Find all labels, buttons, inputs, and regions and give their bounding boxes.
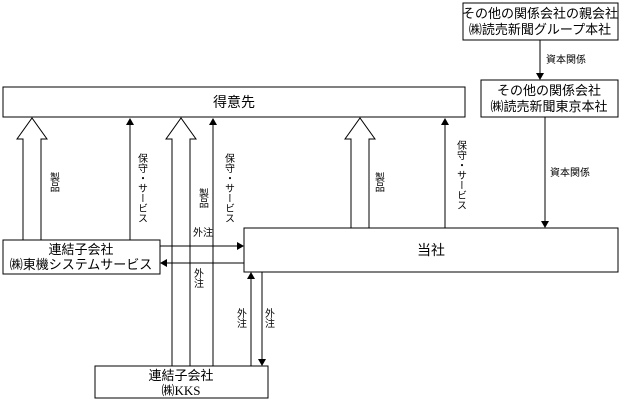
maintenance-label-company: 保守・サービス xyxy=(455,139,467,210)
sub-toki-line1: 連結子会社 xyxy=(48,242,113,257)
outsourcing-arrow-to-toki-head xyxy=(160,259,167,267)
sub-toki-box xyxy=(2,239,161,275)
company-label: 当社 xyxy=(417,243,445,259)
sub-kks-line1: 連結子会社 xyxy=(148,368,213,383)
parent-top-line2: ㈱読売新聞グループ本社 xyxy=(469,22,611,37)
outsourcing-label-lower: 外注 xyxy=(192,268,204,288)
company-box xyxy=(243,227,619,273)
products-arrow-kks xyxy=(165,117,197,367)
parent-tokyo-line1: その他の関係会社 xyxy=(497,83,601,98)
parent-tokyo-box xyxy=(480,79,619,118)
products-label-company: 製品 xyxy=(373,171,385,193)
maintenance-arrow-toki-head xyxy=(126,118,134,125)
maintenance-label-toki: 保守・サービス xyxy=(136,152,148,223)
sub-toki-line2: ㈱東機システムサービス xyxy=(10,257,153,272)
outsourcing-label-upper: 外注 xyxy=(193,226,213,239)
sub-kks-line2: ㈱KKS xyxy=(161,383,200,398)
parent-top-line1: その他の関係会社の親会社 xyxy=(462,6,618,21)
capital-arrow-1-head xyxy=(536,73,544,80)
sub-kks-box xyxy=(94,365,269,399)
maintenance-arrow-kks-head xyxy=(209,118,217,125)
capital-arrow-2-head xyxy=(541,221,549,228)
maintenance-label-kks: 保守・サービス xyxy=(223,152,235,223)
products-label-kks: 製品 xyxy=(197,187,209,209)
customer-box xyxy=(2,86,466,118)
capital-label-2: 資本関係 xyxy=(550,166,590,179)
parent-top-box xyxy=(462,2,619,41)
outsourcing-label-kks-right: 外注 xyxy=(263,308,275,328)
products-label-toki: 製品 xyxy=(48,171,60,193)
capital-label-1: 資本関係 xyxy=(546,53,586,66)
maintenance-arrow-company-head xyxy=(441,118,449,125)
products-arrow-company xyxy=(344,117,376,229)
outsourcing-arrow-kks-to-company-head xyxy=(247,272,255,279)
products-arrow-toki xyxy=(16,117,48,241)
outsourcing-arrow-company-to-kks-head xyxy=(258,359,266,366)
customer-label: 得意先 xyxy=(213,94,255,111)
outsourcing-arrow-to-company-head xyxy=(237,242,244,250)
outsourcing-label-kks-left: 外注 xyxy=(235,308,247,328)
parent-tokyo-line2: ㈱読売新聞東京本社 xyxy=(490,99,607,114)
